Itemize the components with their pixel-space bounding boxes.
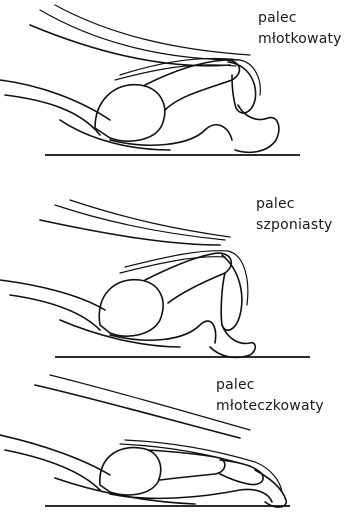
illustration-hammer-toe: palec młotkowaty xyxy=(0,0,357,170)
label-line-type: szponiasty xyxy=(256,215,333,236)
label-mallet-toe: palec młoteczkowaty xyxy=(216,375,324,417)
illustration-mallet-toe: palec młoteczkowaty xyxy=(0,370,357,512)
label-line-palec: palec xyxy=(216,375,324,396)
illustration-claw-toe: palec szponiasty xyxy=(0,185,357,365)
label-line-palec: palec xyxy=(256,194,333,215)
label-line-palec: palec xyxy=(258,8,342,29)
label-line-type: młotkowaty xyxy=(258,29,342,50)
label-claw-toe: palec szponiasty xyxy=(256,194,333,236)
label-hammer-toe: palec młotkowaty xyxy=(258,8,342,50)
label-line-type: młoteczkowaty xyxy=(216,396,324,417)
